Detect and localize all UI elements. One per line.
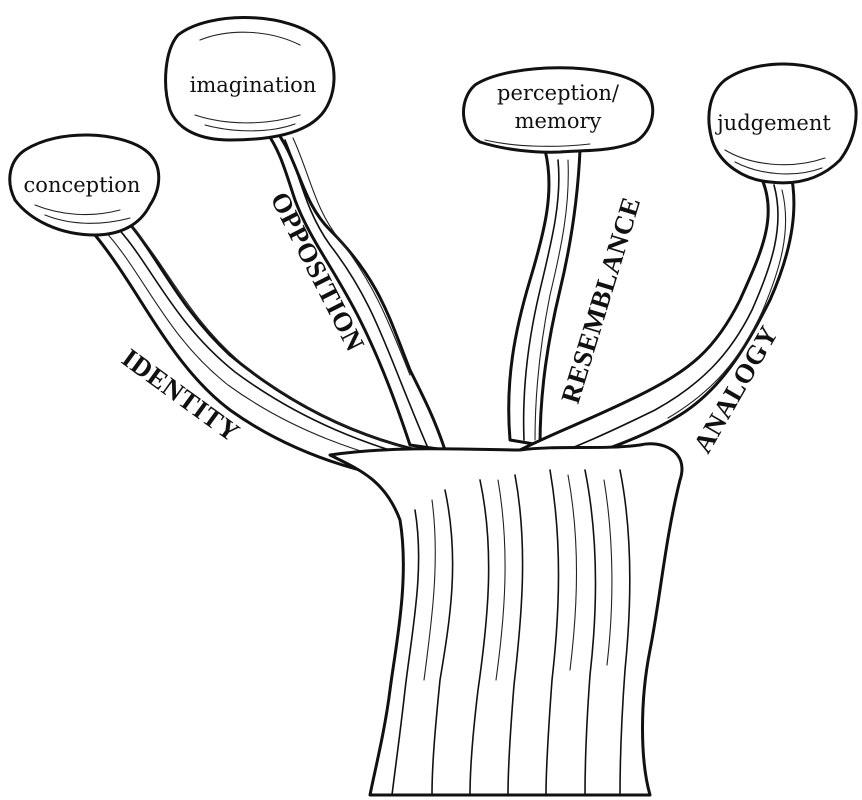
label-memory: memory [515,109,602,133]
label-judgement: judgement [714,111,831,135]
label-imagination: imagination [190,73,317,97]
label-perception: perception/ [497,81,620,105]
tree-trunk [330,444,682,795]
branch-identity [95,205,470,490]
label-conception: conception [24,173,141,197]
